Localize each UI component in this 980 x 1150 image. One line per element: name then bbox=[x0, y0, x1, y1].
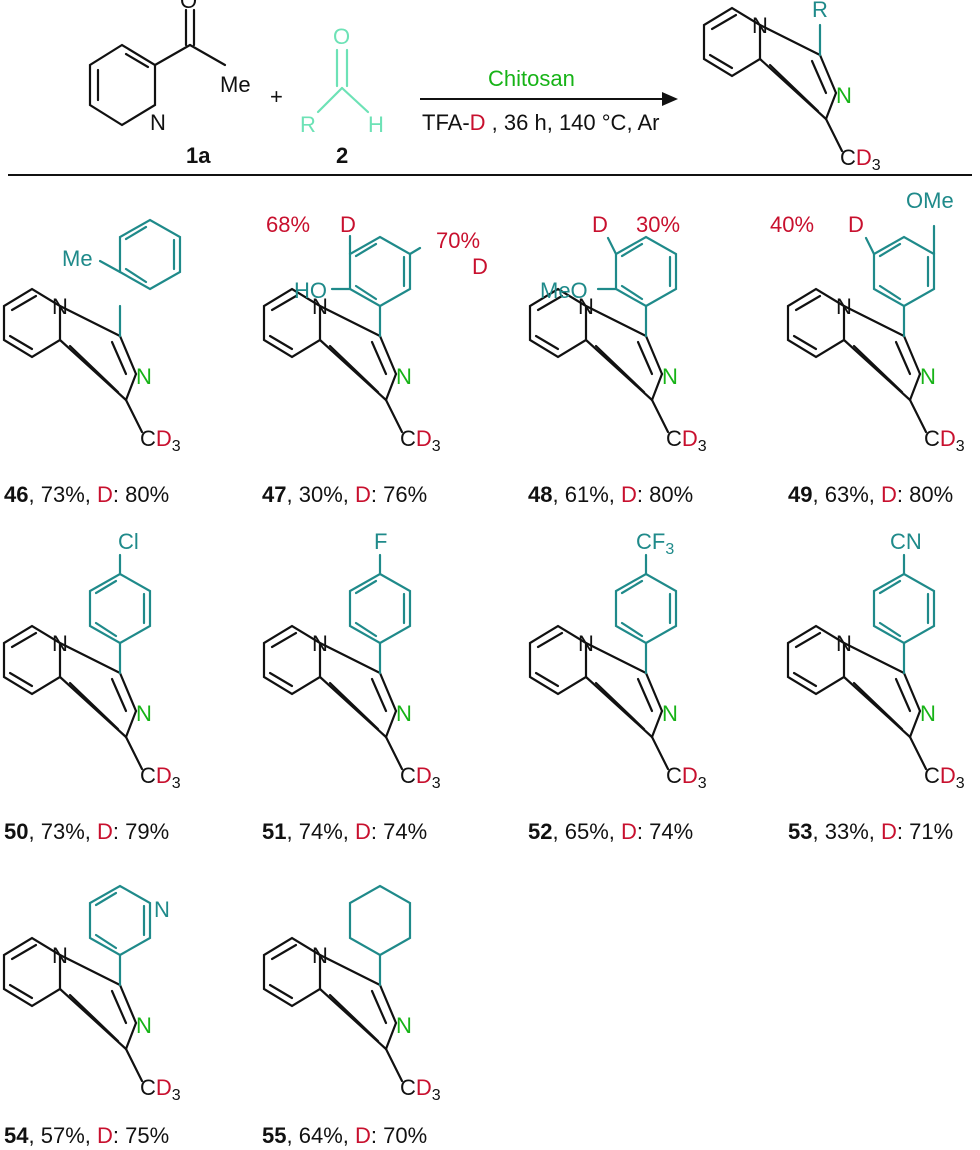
compound-caption-49: 49, 63%, D: 80% bbox=[788, 482, 953, 507]
substituent-label: CF3 bbox=[636, 529, 674, 558]
compound-caption-47: 47, 30%, D: 76% bbox=[262, 482, 427, 507]
atom-o: O bbox=[180, 0, 197, 13]
svg-text:N: N bbox=[136, 1013, 152, 1038]
substituent-label: Cl bbox=[118, 529, 139, 554]
svg-text:N: N bbox=[312, 294, 328, 319]
cd3-label: CD3 bbox=[840, 145, 881, 174]
reactant-2: O R H 2 bbox=[300, 24, 384, 168]
pyridine-n-label: N bbox=[154, 897, 170, 922]
substituent-label: HO bbox=[294, 278, 327, 303]
compound-54: N N N CD3 bbox=[2, 884, 181, 1104]
compound-47: HO 68% D 70% D N N CD3 bbox=[262, 212, 488, 455]
compound-caption-50: 50, 73%, D: 79% bbox=[4, 819, 169, 844]
svg-text:N: N bbox=[52, 943, 68, 968]
svg-text:30%: 30% bbox=[636, 212, 680, 237]
svg-text:CD3: CD3 bbox=[924, 763, 965, 792]
compound-52: CF3 N N CD3 bbox=[528, 529, 707, 792]
compound-caption-53: 53, 33%, D: 71% bbox=[788, 819, 953, 844]
svg-text:D: D bbox=[592, 212, 608, 237]
atom-o-aldehyde: O bbox=[333, 24, 350, 49]
compound-caption-46: 46, 73%, D: 80% bbox=[4, 482, 169, 507]
svg-text:N: N bbox=[396, 364, 412, 389]
methyl-label: Me bbox=[220, 72, 251, 97]
svg-text:N: N bbox=[920, 364, 936, 389]
conditions-label: TFA-D , 36 h, 140 °C, Ar bbox=[422, 110, 659, 135]
substituent-label: F bbox=[374, 529, 387, 554]
svg-text:CD3: CD3 bbox=[140, 763, 181, 792]
svg-text:N: N bbox=[136, 364, 152, 389]
svg-text:CD3: CD3 bbox=[924, 426, 965, 455]
compound-label-1a: 1a bbox=[186, 143, 211, 168]
svg-text:N: N bbox=[52, 631, 68, 656]
svg-text:D: D bbox=[848, 212, 864, 237]
svg-text:N: N bbox=[396, 701, 412, 726]
svg-text:N: N bbox=[578, 294, 594, 319]
compound-caption-51: 51, 74%, D: 74% bbox=[262, 819, 427, 844]
svg-text:N: N bbox=[836, 631, 852, 656]
compound-53: CN N N CD3 bbox=[786, 529, 965, 792]
substituent-label: MeO bbox=[540, 278, 588, 303]
substituent-label: Me bbox=[62, 246, 93, 271]
compound-48: MeO D 30% N N CD3 bbox=[528, 212, 707, 455]
atom-n-bridge: N bbox=[752, 13, 768, 38]
svg-text:N: N bbox=[312, 943, 328, 968]
svg-text:D: D bbox=[472, 254, 488, 279]
svg-text:N: N bbox=[312, 631, 328, 656]
compound-55: N N CD3 bbox=[262, 884, 441, 1104]
catalyst-label: Chitosan bbox=[488, 66, 575, 91]
svg-text:N: N bbox=[662, 701, 678, 726]
svg-text:N: N bbox=[396, 1013, 412, 1038]
svg-text:70%: 70% bbox=[436, 228, 480, 253]
compound-51: F N N CD3 bbox=[262, 529, 441, 792]
compound-49: OMe 40% D N N CD3 bbox=[770, 188, 965, 455]
svg-text:CD3: CD3 bbox=[666, 426, 707, 455]
product-general: R N N CD3 bbox=[702, 0, 881, 174]
svg-text:N: N bbox=[662, 364, 678, 389]
svg-text:40%: 40% bbox=[770, 212, 814, 237]
svg-text:N: N bbox=[836, 294, 852, 319]
compound-caption-48: 48, 61%, D: 80% bbox=[528, 482, 693, 507]
atom-h: H bbox=[368, 112, 384, 137]
atom-r-product: R bbox=[812, 0, 828, 22]
svg-text:D: D bbox=[340, 212, 356, 237]
compound-caption-52: 52, 65%, D: 74% bbox=[528, 819, 693, 844]
reactant-1a: O Me N 1a bbox=[88, 0, 251, 168]
svg-text:N: N bbox=[136, 701, 152, 726]
compound-50: Cl N N CD3 bbox=[2, 529, 181, 792]
svg-text:CD3: CD3 bbox=[400, 426, 441, 455]
compound-46: Me N N CD3 bbox=[2, 218, 182, 455]
compound-caption-54: 54, 57%, D: 75% bbox=[4, 1123, 169, 1148]
svg-text:CD3: CD3 bbox=[400, 763, 441, 792]
svg-text:N: N bbox=[578, 631, 594, 656]
reaction-arrow: Chitosan TFA-D , 36 h, 140 °C, Ar bbox=[420, 66, 678, 135]
compound-label-2: 2 bbox=[336, 143, 348, 168]
compound-caption-55: 55, 64%, D: 70% bbox=[262, 1123, 427, 1148]
svg-text:CD3: CD3 bbox=[140, 426, 181, 455]
svg-text:CD3: CD3 bbox=[140, 1075, 181, 1104]
substituent-label: OMe bbox=[906, 188, 954, 213]
svg-text:N: N bbox=[920, 701, 936, 726]
atom-r: R bbox=[300, 112, 316, 137]
atom-n: N bbox=[150, 110, 166, 135]
svg-text:68%: 68% bbox=[266, 212, 310, 237]
svg-text:N: N bbox=[52, 294, 68, 319]
substituent-label: CN bbox=[890, 529, 922, 554]
svg-text:CD3: CD3 bbox=[400, 1075, 441, 1104]
atom-n-product: N bbox=[836, 83, 852, 108]
svg-text:CD3: CD3 bbox=[666, 763, 707, 792]
plus-sign: + bbox=[270, 84, 283, 109]
